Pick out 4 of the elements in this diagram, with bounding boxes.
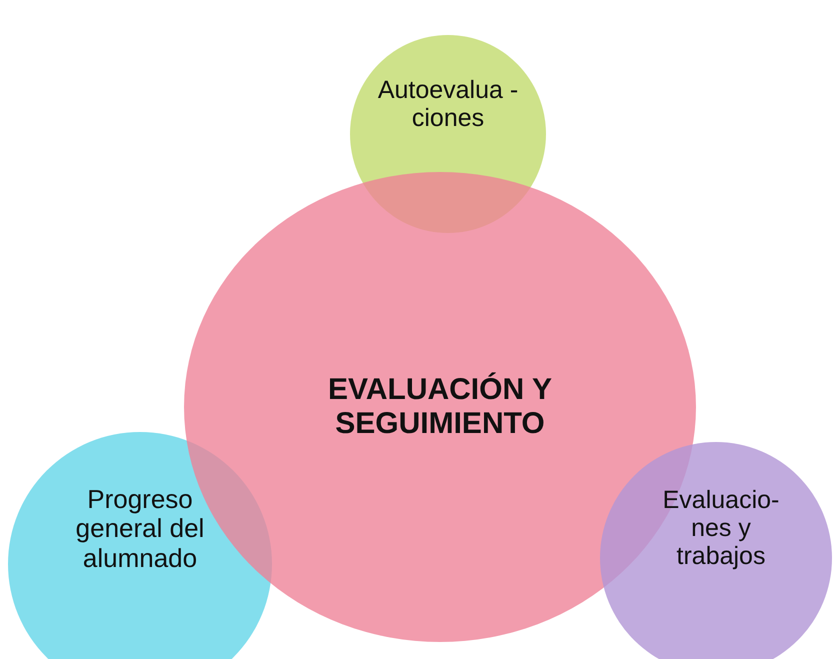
circle-label: Progreso general del alumnado [74,485,206,573]
circle-label: Autoevalua -ciones [376,76,520,132]
circle-label: Evaluacio- nes y trabajos [662,486,780,570]
circle-label: EVALUACIÓN Y SEGUIMIENTO [327,373,553,441]
